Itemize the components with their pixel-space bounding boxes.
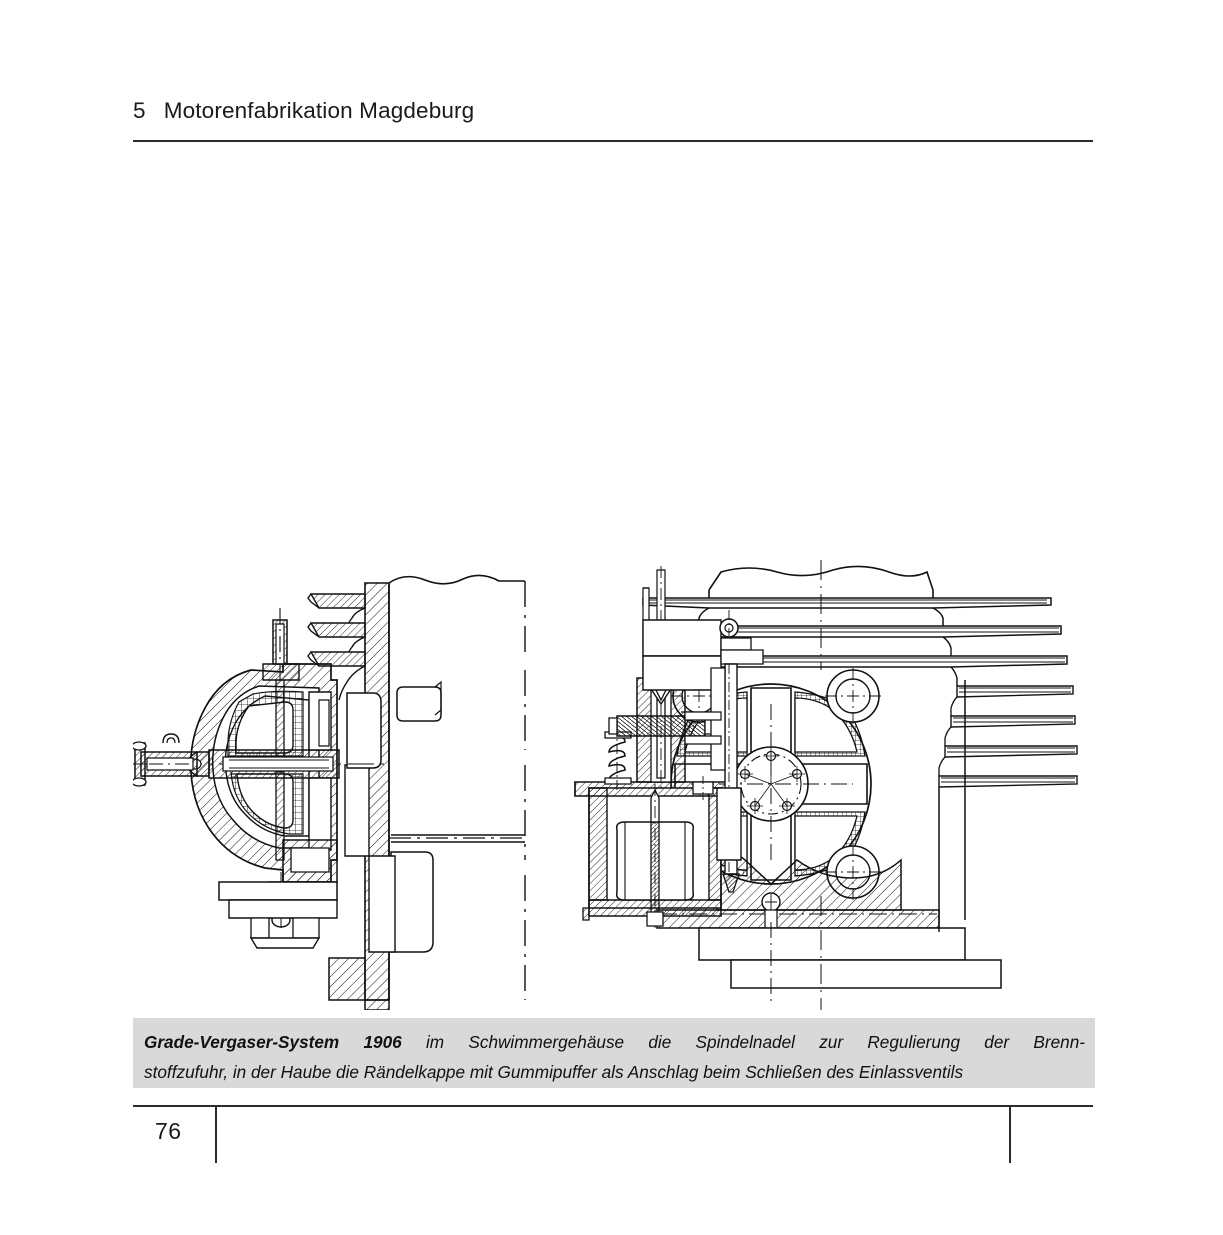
base-pedestal [698, 920, 1002, 1002]
footer-tick-right [1009, 1106, 1011, 1163]
fuel-intake-pipe [133, 733, 198, 787]
caption-line-2: stoffzufuhr, in der Haube die Rändelkapp… [144, 1062, 964, 1082]
cooling-fins-left [307, 593, 366, 701]
carburettor-housing [133, 608, 389, 949]
figure-technical-drawings [133, 560, 1093, 1010]
cylinder-head-top [642, 565, 1052, 626]
figure-caption: Grade-Vergaser-System 1906 im Schwimmerg… [133, 1018, 1095, 1088]
caption-lead-title: Grade-Vergaser-System 1906 [144, 1032, 402, 1052]
pushrod-linkage [642, 610, 764, 893]
chapter-title: Motorenfabrikation Magdeburg [163, 98, 475, 123]
cylinder-float-chamber-section-view [574, 560, 1078, 1010]
hub-bolt-circle [737, 748, 805, 814]
float-chamber [574, 726, 732, 932]
caption-line-1-rest: im Schwimmergehäuse die Spindelnadel zur… [401, 1032, 1086, 1052]
top-spindle-cap [262, 608, 300, 681]
knurled-cap [608, 715, 714, 737]
carburettor-section-view [133, 574, 526, 1010]
caption-line-1: Grade-Vergaser-System 1906 im Schwimmerg… [144, 1027, 1085, 1057]
running-head: 5 Motorenfabrikation Magdeburg [133, 98, 1093, 132]
page-number: 76 [155, 1118, 182, 1144]
cylinder-block-left [307, 574, 526, 1010]
chapter-number: 5 [133, 98, 146, 123]
footer-tick-left [215, 1106, 217, 1163]
header-divider-rule [133, 140, 1093, 142]
spindle-needle [646, 784, 664, 932]
figure-svg-canvas [133, 560, 1078, 1010]
footer-divider-rule [133, 1105, 1093, 1107]
